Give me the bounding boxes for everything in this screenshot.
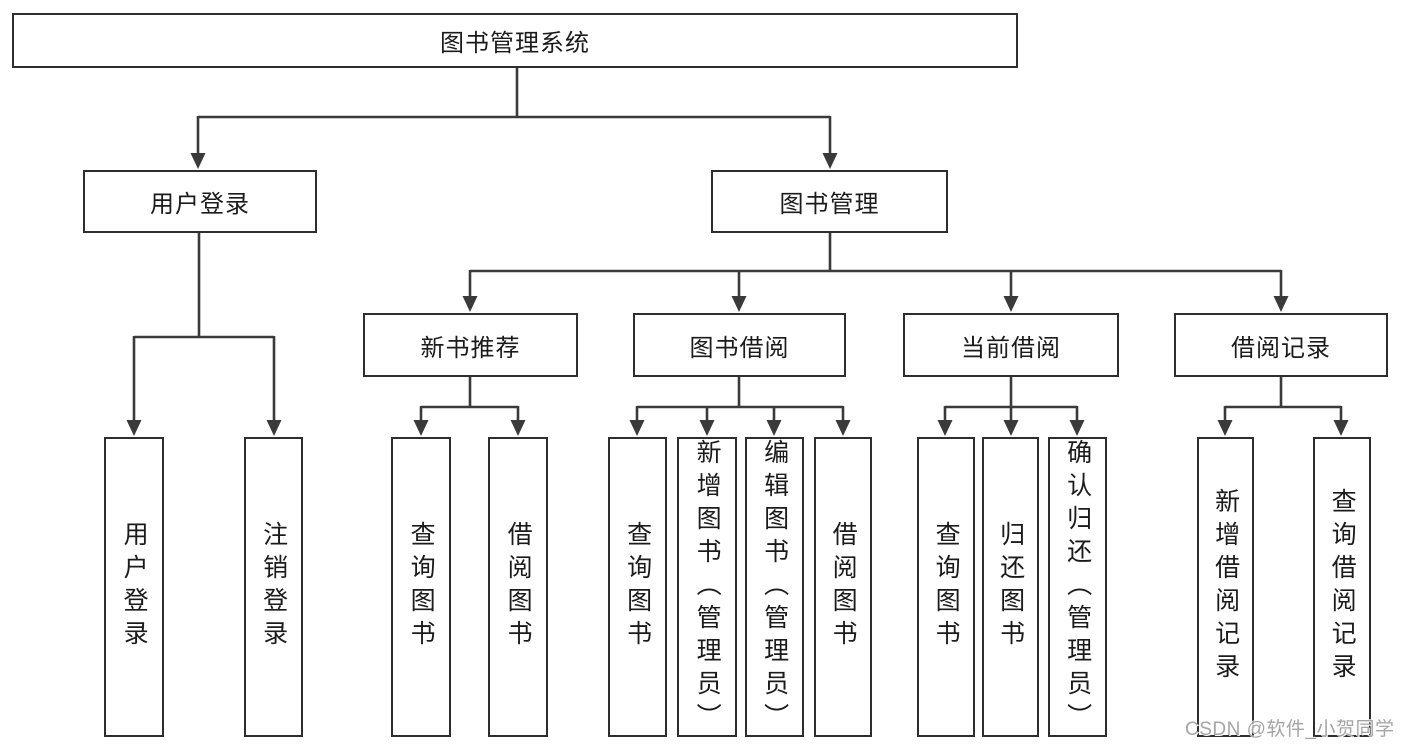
leaf-user-login-label: 用户登录	[120, 521, 149, 653]
arrow-bb-edit	[766, 420, 782, 436]
leaf-bb-search-books-label: 查询图书	[623, 521, 652, 653]
arrow-user-login	[190, 153, 206, 169]
leaf-cb-return-books-label: 归还图书	[996, 521, 1025, 653]
leaf-bb-borrow-books: 借阅图书	[814, 437, 872, 737]
leaf-bb-edit-books-admin: 编辑图书（管理员）	[745, 437, 804, 737]
leaf-bb-borrow-books-label: 借阅图书	[829, 521, 858, 653]
node-book-borrowing: 图书借阅	[633, 313, 846, 377]
arrow-nb-search	[413, 420, 429, 436]
arrow-bb-borrow	[835, 420, 851, 436]
leaf-br-add-record: 新增借阅记录	[1197, 437, 1254, 737]
node-book-borrowing-label: 图书借阅	[689, 334, 790, 362]
node-current-borrowing-label: 当前借阅	[961, 334, 1061, 362]
node-book-management-label: 图书管理	[779, 191, 880, 218]
leaf-cb-confirm-return-admin-label: 确认归还（管理员）	[1063, 438, 1092, 736]
arrow-bb-add	[699, 420, 715, 436]
leaf-bb-edit-books-admin-label: 编辑图书（管理员）	[760, 438, 789, 736]
leaf-bb-search-books: 查询图书	[608, 437, 667, 737]
leaf-nb-search-books: 查询图书	[391, 437, 451, 737]
arrow-book-mgmt	[822, 153, 838, 169]
csdn-watermark: CSDN @软件_小贺同学	[1185, 719, 1395, 740]
leaf-cb-return-books: 归还图书	[982, 437, 1039, 737]
arrow-current-borrow	[1003, 296, 1019, 312]
node-user-login: 用户登录	[83, 170, 317, 233]
node-new-book-recommend-label: 新书推荐	[420, 334, 521, 362]
arrow-cb-search	[937, 420, 953, 436]
leaf-logout: 注销登录	[244, 437, 303, 737]
arrow-new-books	[462, 296, 478, 312]
node-root-system-label: 图书管理系统	[440, 30, 590, 57]
leaf-bb-add-books-admin: 新增图书（管理员）	[677, 437, 737, 737]
leaf-user-login: 用户登录	[104, 437, 164, 737]
leaf-logout-label: 注销登录	[259, 521, 288, 653]
arrow-borrow-records	[1273, 296, 1289, 312]
arrow-leaf-logout	[266, 420, 282, 436]
node-book-management: 图书管理	[711, 170, 948, 233]
node-root-system: 图书管理系统	[12, 13, 1018, 68]
leaf-bb-add-books-admin-label: 新增图书（管理员）	[693, 438, 722, 736]
leaf-cb-search-books: 查询图书	[917, 437, 975, 737]
arrow-bb-search	[629, 420, 645, 436]
leaf-br-add-record-label: 新增借阅记录	[1211, 488, 1240, 686]
arrow-cb-confirm	[1069, 420, 1085, 436]
arrow-br-search	[1333, 420, 1349, 436]
arrow-cb-return	[1003, 420, 1019, 436]
node-user-login-label: 用户登录	[150, 191, 250, 218]
arrow-book-borrow	[731, 296, 747, 312]
leaf-nb-search-books-label: 查询图书	[407, 521, 436, 653]
leaf-cb-search-books-label: 查询图书	[932, 521, 961, 653]
leaf-br-search-record: 查询借阅记录	[1313, 437, 1371, 737]
arrow-leaf-login	[126, 420, 142, 436]
leaf-nb-borrow-books: 借阅图书	[488, 437, 548, 737]
node-current-borrowing: 当前借阅	[903, 313, 1119, 377]
leaf-nb-borrow-books-label: 借阅图书	[504, 521, 533, 653]
node-borrow-records-label: 借阅记录	[1231, 334, 1331, 362]
node-borrow-records: 借阅记录	[1174, 313, 1388, 377]
leaf-br-search-record-label: 查询借阅记录	[1328, 488, 1357, 686]
arrow-br-add	[1217, 420, 1233, 436]
arrow-nb-borrow	[510, 420, 526, 436]
leaf-cb-confirm-return-admin: 确认归还（管理员）	[1048, 437, 1107, 737]
node-new-book-recommend: 新书推荐	[363, 313, 578, 377]
